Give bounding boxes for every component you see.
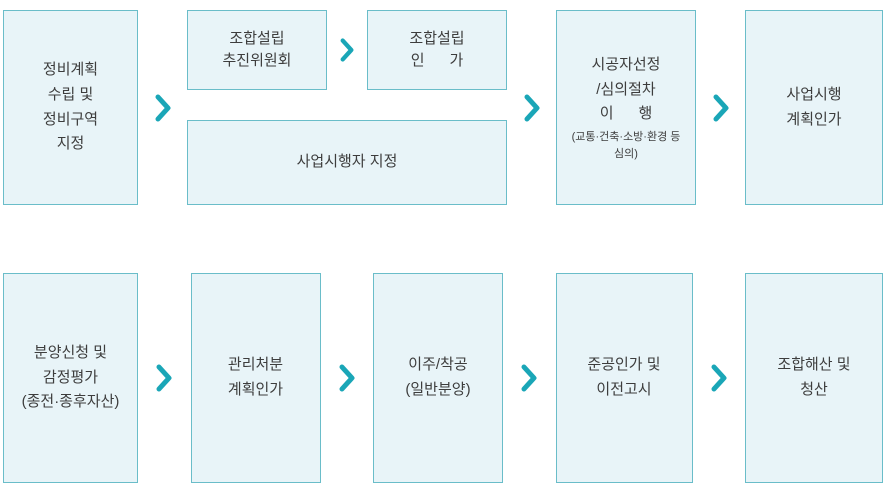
- step-box-promotion-committee: 조합설립 추진위원회: [187, 10, 327, 90]
- chevron-right-icon: [696, 10, 745, 205]
- chevron-right-icon: [138, 273, 191, 483]
- chevron-right-icon: [327, 10, 367, 90]
- flow-row-1: 정비계획 수립 및 정비구역 지정 조합설립 추진위원회 조합설립 인 가 사업…: [0, 0, 886, 205]
- step-label: 사업시행 계획인가: [786, 85, 842, 128]
- step-box-completion-approval-registration: 준공인가 및 이전고시: [555, 273, 693, 483]
- step-box-management-disposal-approval: 관리처분 계획인가: [190, 273, 321, 483]
- step-label: 시공자선정 /심의절차 이 행: [591, 55, 661, 123]
- step-label: 조합설립 추진위원회: [222, 29, 292, 70]
- step-label: 이주/착공 (일반분양): [405, 356, 471, 398]
- flow-row-2: 분양신청 및 감정평가 (종전·종후자산) 관리처분 계획인가 이주/착공 (일…: [0, 273, 886, 483]
- step-box-implementer-designation: 사업시행자 지정: [187, 120, 507, 205]
- step-box-union-approval: 조합설립 인 가: [367, 10, 507, 90]
- chevron-right-icon: [321, 273, 374, 483]
- chevron-right-icon: [507, 10, 556, 205]
- step-label: 사업시행자 지정: [296, 153, 398, 171]
- step-label: 정비계획 수립 및 정비구역 지정: [42, 61, 99, 153]
- step-box-constructor-selection: 시공자선정 /심의절차 이 행 (교통·건축·소방·환경 등 심의): [556, 10, 696, 205]
- step-box-sale-application-appraisal: 분양신청 및 감정평가 (종전·종후자산): [3, 273, 138, 483]
- group-union-establishment: 조합설립 추진위원회 조합설립 인 가 사업시행자 지정: [187, 10, 507, 205]
- step-box-project-implementation-approval: 사업시행 계획인가: [745, 10, 883, 205]
- step-box-relocation-construction: 이주/착공 (일반분양): [373, 273, 503, 483]
- step-label: 분양신청 및 감정평가 (종전·종후자산): [21, 343, 120, 411]
- step-label: 관리처분 계획인가: [227, 356, 284, 398]
- group-top-row: 조합설립 추진위원회 조합설립 인 가: [187, 10, 507, 90]
- chevron-right-icon: [693, 273, 746, 483]
- step-label: 조합설립 인 가: [409, 29, 465, 70]
- step-label: 조합해산 및 청산: [777, 356, 851, 398]
- step-label: 준공인가 및 이전고시: [587, 356, 661, 398]
- step-box-union-dissolution-liquidation: 조합해산 및 청산: [745, 273, 883, 483]
- chevron-right-icon: [138, 10, 187, 205]
- step-box-maintenance-plan: 정비계획 수립 및 정비구역 지정: [3, 10, 138, 205]
- step-sublabel: (교통·건축·소방·환경 등 심의): [571, 131, 681, 160]
- chevron-right-icon: [503, 273, 556, 483]
